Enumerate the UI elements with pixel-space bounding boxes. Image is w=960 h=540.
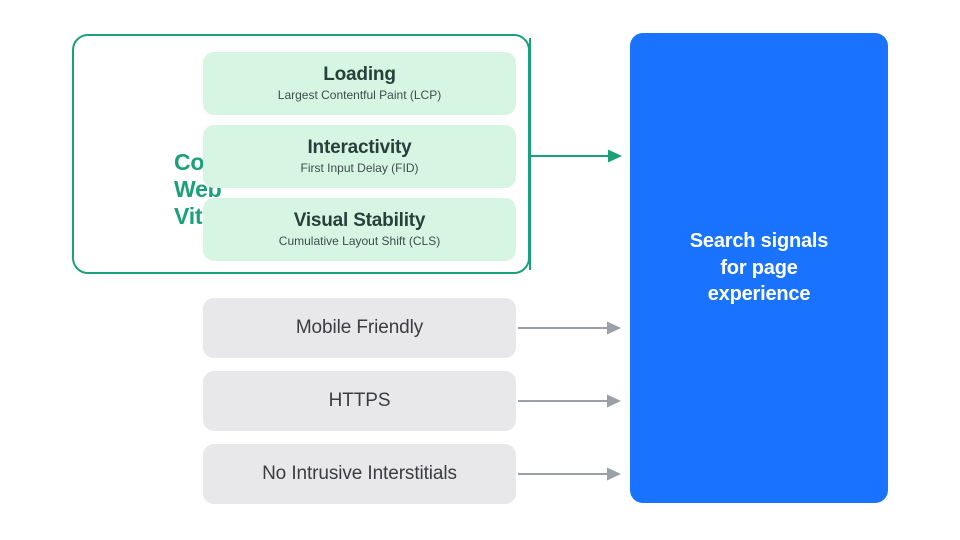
signal-card-https[interactable]: HTTPS: [203, 371, 516, 431]
metric-card-interactivity[interactable]: Interactivity First Input Delay (FID): [203, 125, 516, 188]
arrow-core-web-vitals: [529, 38, 622, 270]
signal-card-mobile-friendly[interactable]: Mobile Friendly: [203, 298, 516, 358]
metric-card-visual-stability[interactable]: Visual Stability Cumulative Layout Shift…: [203, 198, 516, 261]
signal-label: Mobile Friendly: [295, 317, 424, 338]
signal-label: No Intrusive Interstitials: [262, 463, 457, 484]
search-signals-panel-text: Search signals for page experience: [689, 230, 829, 306]
metric-title: Visual Stability: [293, 210, 426, 232]
metric-title: Interactivity: [307, 137, 412, 159]
search-signals-panel: Search signals for page experience: [630, 33, 888, 503]
metric-subtitle: Cumulative Layout Shift (CLS): [278, 234, 441, 249]
metric-subtitle: Largest Contentful Paint (LCP): [277, 88, 442, 103]
signal-label: HTTPS: [328, 390, 391, 411]
signal-card-no-intrusive-interstitials[interactable]: No Intrusive Interstitials: [203, 444, 516, 504]
arrow-mobile-friendly: [518, 321, 621, 335]
metric-title: Loading: [323, 64, 396, 86]
metric-subtitle: First Input Delay (FID): [300, 161, 419, 176]
arrow-https: [518, 394, 621, 408]
arrow-no-intrusive-interstitials: [518, 467, 621, 481]
metric-card-loading[interactable]: Loading Largest Contentful Paint (LCP): [203, 52, 516, 115]
